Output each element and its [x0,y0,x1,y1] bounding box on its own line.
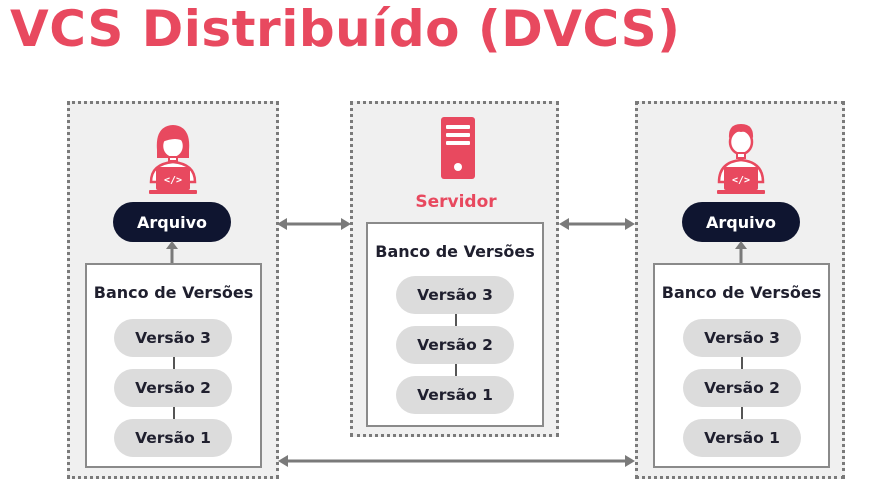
sync-arrow-left-server [277,218,351,230]
developer-male-icon: </> [717,124,765,194]
svg-text:</>: </> [732,175,750,186]
developer-female-icon: </> [149,125,197,194]
version-bank-server: Banco de Versões Versão 3 Versão 2 Versã… [366,222,544,427]
version-bank-right: Banco de Versões Versão 3 Versão 2 Versã… [653,263,830,468]
sync-arrow-server-right [559,218,635,230]
version-pill: Versão 1 [396,376,514,414]
server-label: Servidor [415,192,497,212]
svg-text:</>: </> [164,175,182,186]
sync-arrow-peer-to-peer [278,455,635,467]
version-pill: Versão 2 [396,326,514,364]
bank-title: Banco de Versões [93,283,254,302]
arrow-bank-to-file-left [166,241,178,265]
arrow-bank-to-file-right [735,241,747,265]
version-pill: Versão 1 [114,419,232,457]
version-bank-left: Banco de Versões Versão 3 Versão 2 Versã… [85,263,262,468]
version-pill: Versão 3 [114,319,232,357]
version-pill: Versão 2 [114,369,232,407]
bank-title: Banco de Versões [375,242,535,261]
bank-title: Banco de Versões [661,283,822,302]
version-pill: Versão 3 [396,276,514,314]
file-pill-left: Arquivo [113,202,231,242]
version-pill: Versão 1 [683,419,801,457]
server-icon [441,117,475,179]
version-pill: Versão 2 [683,369,801,407]
file-pill-right: Arquivo [682,202,800,242]
version-pill: Versão 3 [683,319,801,357]
page-title: VCS Distribuído (DVCS) [10,0,681,58]
